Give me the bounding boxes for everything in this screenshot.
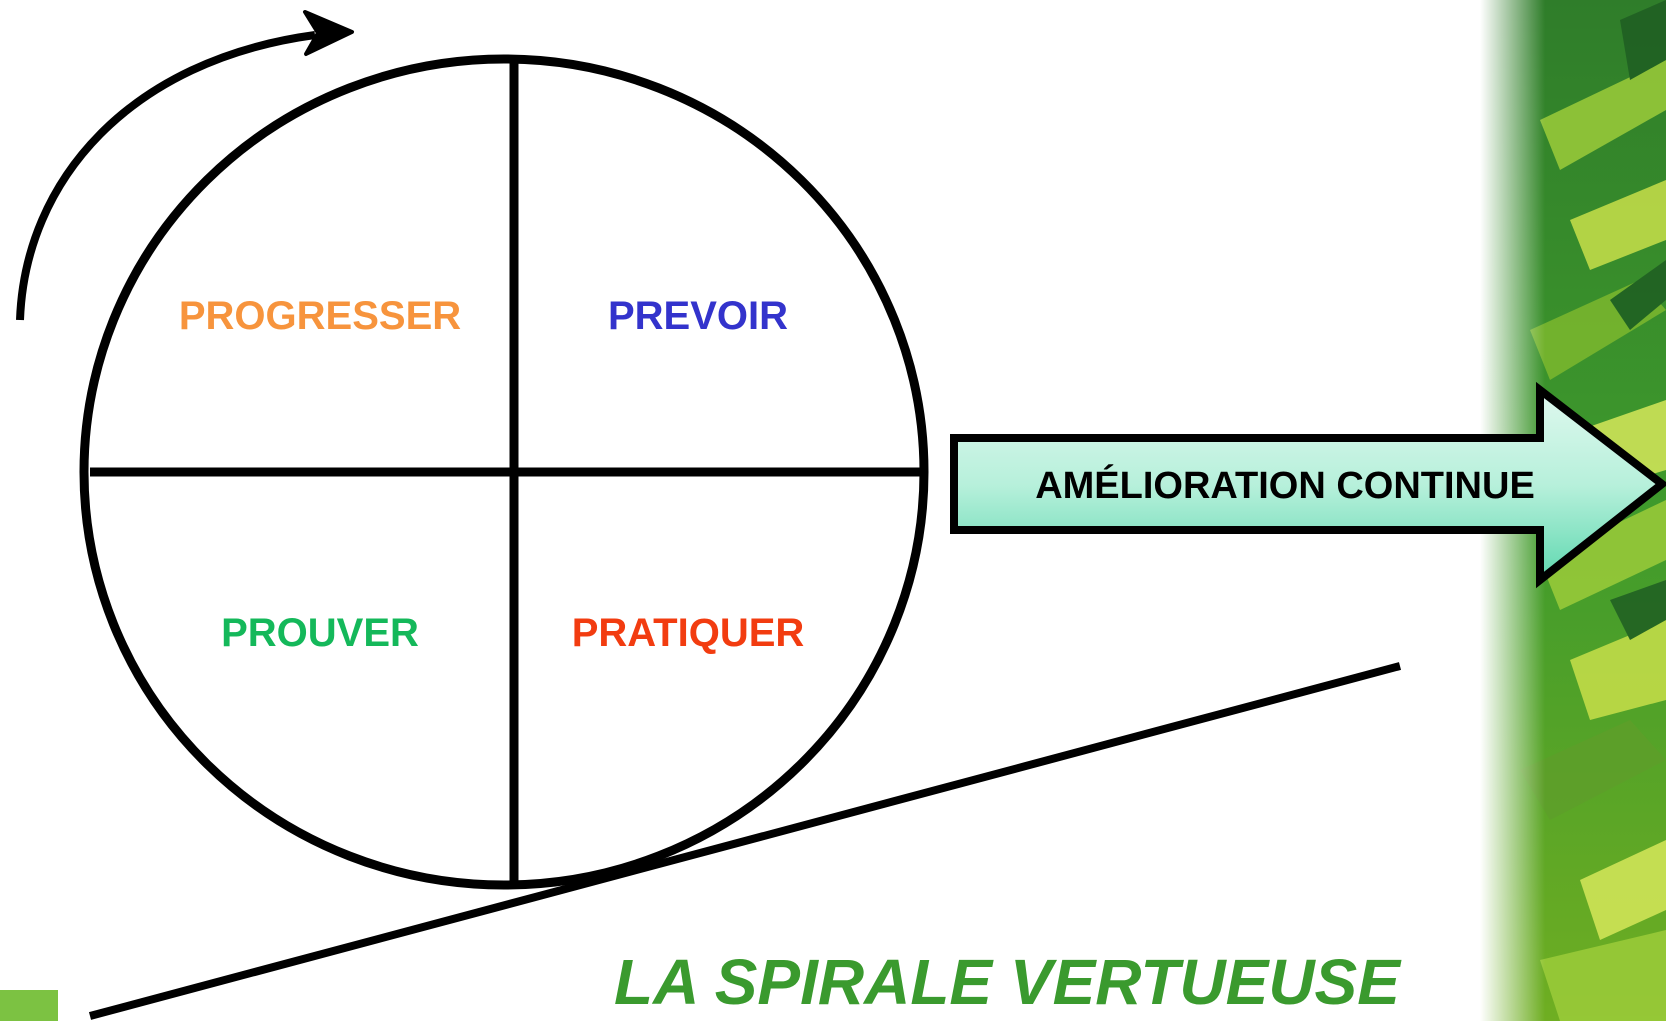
corner-accent-block [0, 990, 58, 1021]
quadrant-bottom-right-label: PRATIQUER [572, 611, 805, 655]
quadrant-top-right-label: PREVOIR [608, 294, 788, 338]
quadrant-top-left-label: PROGRESSER [179, 294, 461, 338]
rotation-arrow [16, 10, 354, 321]
continuous-improvement-arrow: AMÉLIORATION CONTINUE [950, 381, 1666, 589]
rotation-arrow-curve [16, 31, 316, 321]
arrow-label: AMÉLIORATION CONTINUE [1035, 463, 1535, 507]
quadrant-bottom-left-label: PROUVER [221, 611, 419, 655]
arrow-shape-icon [950, 381, 1666, 589]
slope-line [88, 662, 1402, 1020]
rotation-arrow-head-icon [303, 10, 354, 56]
slide-title: LA SPIRALE VERTUEUSE [614, 946, 1400, 1018]
